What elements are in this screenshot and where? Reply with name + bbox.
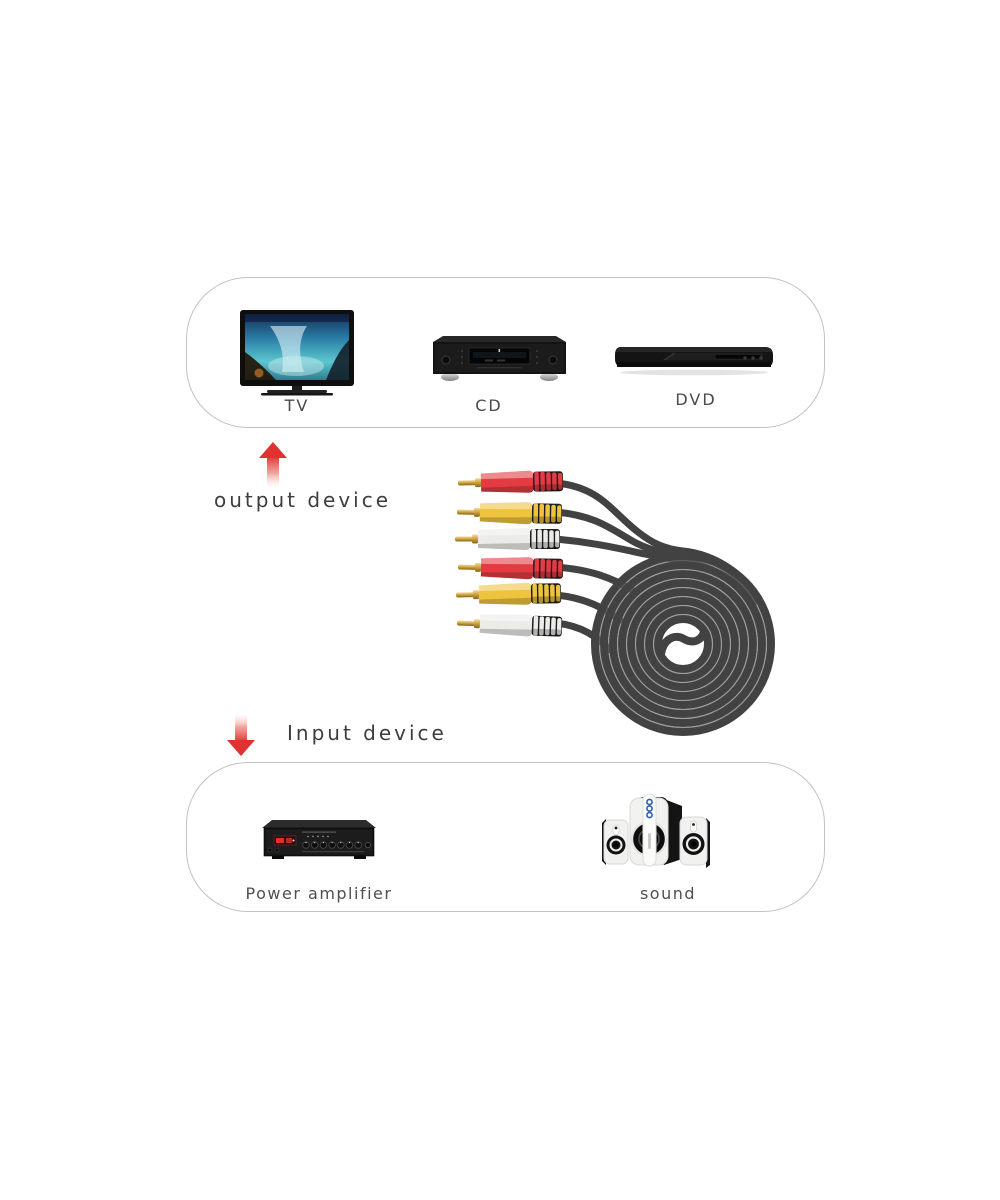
cd-label: CD xyxy=(475,396,503,415)
dvd-player-illustration xyxy=(615,347,773,376)
tv-illustration xyxy=(240,310,354,396)
cd-player-illustration xyxy=(433,336,566,381)
amp-display xyxy=(273,835,297,846)
tv-label: TV xyxy=(284,396,310,415)
dvd-label: DVD xyxy=(675,390,717,409)
output-section-label: output device xyxy=(214,488,392,512)
cable-coil xyxy=(591,552,775,736)
rca-connector-yellow-2 xyxy=(455,582,562,606)
rca-connector-yellow-1 xyxy=(456,501,563,525)
amp-knobs xyxy=(302,841,362,849)
speaker-set-illustration xyxy=(602,793,710,868)
rca-connector-red-2 xyxy=(457,556,564,580)
rca-cable-illustration xyxy=(455,470,775,736)
subwoofer-control-strip xyxy=(642,793,657,867)
rca-connector-red-1 xyxy=(457,470,564,494)
arrow-down-icon xyxy=(227,715,255,756)
sound-label: sound xyxy=(639,884,697,903)
rca-connector-white-2 xyxy=(456,612,563,638)
power-amplifier-illustration xyxy=(262,820,376,859)
input-section-label: Input device xyxy=(287,721,447,745)
arrow-up-icon xyxy=(259,442,287,487)
rca-connector-white-1 xyxy=(455,528,560,550)
power-amplifier-label: Power amplifier xyxy=(245,884,393,903)
